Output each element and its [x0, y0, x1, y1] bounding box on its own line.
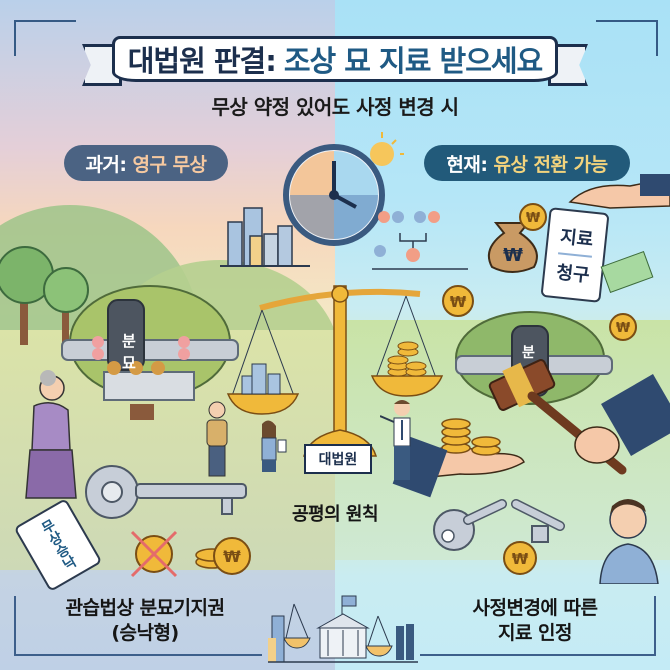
city-buildings-icon [220, 207, 310, 267]
frame-right-vertical [654, 596, 656, 654]
present-label-pill: 현재: 유상 전환 가능 [424, 145, 630, 181]
won-coin-icon: ₩ [503, 541, 537, 575]
sun-icon [370, 132, 404, 166]
elderly-man-praying-icon [206, 401, 228, 477]
key-icon [85, 465, 247, 519]
right-caption-line2: 지료 인정 [497, 622, 573, 644]
tombstone-text-myo: 묘 [122, 354, 136, 372]
svg-text:₩: ₩ [512, 550, 529, 568]
corner-ornament-top-right [596, 20, 658, 56]
scroll-text-cheonggu: 청구 [555, 262, 591, 287]
crossed-coin-and-coins-icon: ₩ [130, 530, 251, 578]
svg-text:₩: ₩ [223, 547, 241, 566]
key-tag-text: 무상승낙 [37, 516, 79, 574]
right-caption-line1: 사정변경에 따른 [472, 597, 598, 619]
corner-ornament-top-left [14, 20, 76, 56]
left-caption-line1: 관습법상 분묘기지권 [65, 597, 225, 619]
hand-holding-scroll-icon [568, 174, 670, 209]
title-ribbon: 대법원 판결: 조상 묘 지료 받으세요 [112, 36, 558, 82]
supreme-court-label: 대법원 [304, 444, 372, 474]
past-label-pill: 과거: 영구 무상 [64, 145, 228, 181]
elderly-woman-praying-icon [25, 370, 77, 499]
frame-right-horizontal [420, 654, 656, 656]
past-value: 영구 무상 [132, 153, 208, 176]
tombstone-text-bun: 분 [122, 332, 136, 350]
gavel-in-hand-icon [488, 359, 627, 475]
past-prefix: 과거: [85, 153, 127, 176]
woman-with-document-icon [261, 420, 287, 472]
svg-text:₩: ₩ [503, 245, 523, 266]
broken-key-icon [433, 499, 565, 551]
now-value: 유상 전환 가능 [493, 153, 608, 176]
won-coin-icon: ₩ [442, 285, 474, 317]
left-caption-line2: (승낙형) [111, 622, 179, 644]
won-coin-icon: ₩ [609, 313, 637, 341]
scroll-divider [557, 252, 593, 258]
svg-text:₩: ₩ [526, 211, 541, 226]
scroll-text-jiryo: 지료 [559, 226, 595, 251]
title-prefix: 대법원 판결: [127, 44, 277, 78]
won-coin-icon: ₩ [519, 203, 547, 231]
grave-mound-left [61, 285, 239, 420]
frame-left-vertical [14, 596, 16, 654]
tombstone-text-right: 분 [522, 345, 535, 361]
courthouse-with-scales-icon [268, 595, 418, 663]
money-bag-icon: ₩ [488, 222, 538, 273]
frame-left-horizontal [14, 654, 262, 656]
right-footer-caption: 사정변경에 따른 지료 인정 [430, 596, 640, 646]
family-tree-icon [372, 211, 468, 270]
man-gesturing-icon [380, 400, 411, 480]
smiling-man-icon [599, 499, 659, 584]
fairness-principle-caption: 공평의 원칙 [291, 504, 379, 525]
claim-scroll: 지료 청구 [540, 207, 610, 303]
svg-text:₩: ₩ [616, 321, 631, 336]
left-footer-caption: 관습법상 분묘기지권 (승낙형) [30, 596, 260, 646]
subtitle: 무상 약정 있어도 사정 변경 시 [211, 95, 459, 119]
svg-text:₩: ₩ [450, 293, 467, 311]
clock-icon [283, 144, 385, 246]
title-highlight: 조상 묘 지료 받으세요 [283, 44, 543, 78]
trees-icon [0, 246, 89, 345]
hand-receiving-coins-icon [420, 418, 525, 479]
now-prefix: 현재: [446, 153, 488, 176]
